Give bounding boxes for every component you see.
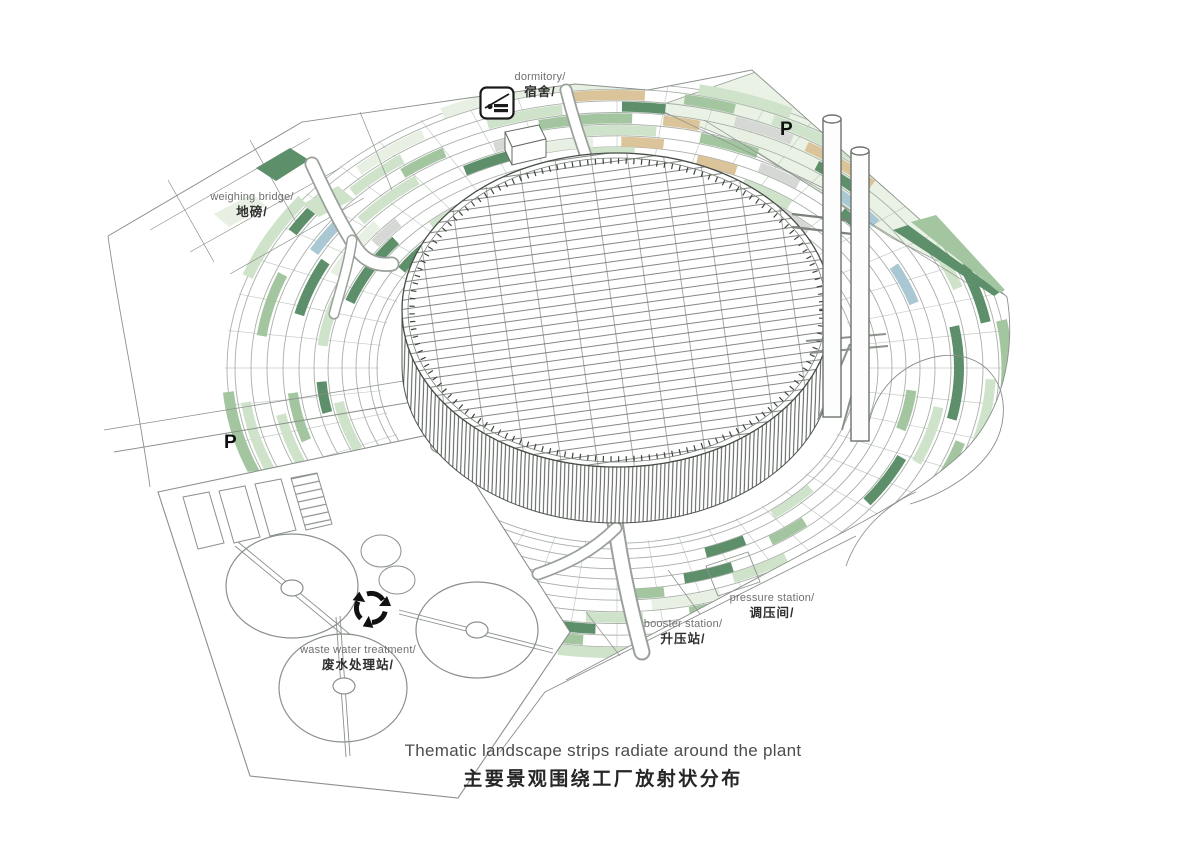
caption-en: Thematic landscape strips radiate around… xyxy=(404,741,802,760)
treatment-tanks xyxy=(225,533,554,758)
roof-rim-ticks xyxy=(409,158,825,462)
waste-water-site xyxy=(103,373,571,799)
weighing-bridge-label: weighing bridge/ 地磅/ xyxy=(210,191,293,220)
landscape-strip xyxy=(238,89,996,647)
booster-station-label-zh: 升压站/ xyxy=(660,631,706,646)
chimney-stack-1 xyxy=(822,114,842,418)
pressure-station-label-en: pressure station/ xyxy=(729,592,815,604)
bed-icon xyxy=(479,86,515,125)
dormitory-building xyxy=(504,124,547,166)
parking-rows xyxy=(182,472,333,550)
booster-station-label-en: booster station/ xyxy=(643,618,723,630)
waste-water-label-en: waste water treatment/ xyxy=(300,644,416,656)
dormitory-label-zh: 宿舍/ xyxy=(524,84,556,99)
central-plant-building xyxy=(401,152,833,524)
field-details xyxy=(107,69,1011,753)
caption-zh: 主要景观围绕工厂放射状分布 xyxy=(463,769,743,790)
weighing-bridge-label-en: weighing bridge/ xyxy=(210,191,294,203)
caption: Thematic landscape strips radiate around… xyxy=(405,741,802,791)
pressure-station-label: pressure station/ 调压间/ xyxy=(730,592,815,621)
waste-water-label-zh: 废水处理站/ xyxy=(322,657,394,672)
parking-mark-right: P xyxy=(780,119,793,140)
recycle-arrows-icon xyxy=(348,592,391,633)
pressure-station-label-zh: 调压间/ xyxy=(749,605,795,620)
landscape-strip xyxy=(316,146,918,590)
landscape-strip xyxy=(270,113,964,623)
weighing-bridge-label-zh: 地磅/ xyxy=(236,204,268,219)
landscape-strip xyxy=(270,113,964,623)
parking-mark-left: P xyxy=(224,432,237,453)
landscape-strip xyxy=(286,125,948,611)
waste-water-label: waste water treatment/ 废水处理站/ xyxy=(300,644,416,673)
booster-station-label: booster station/ 升压站/ xyxy=(644,618,722,647)
dormitory-label-en: dormitory/ xyxy=(514,71,566,83)
landscape-strip xyxy=(270,113,964,623)
dormitory-label: dormitory/ 宿舍/ xyxy=(515,71,566,100)
chimney-stack-2 xyxy=(850,146,870,442)
chimney-stacks xyxy=(791,114,889,442)
